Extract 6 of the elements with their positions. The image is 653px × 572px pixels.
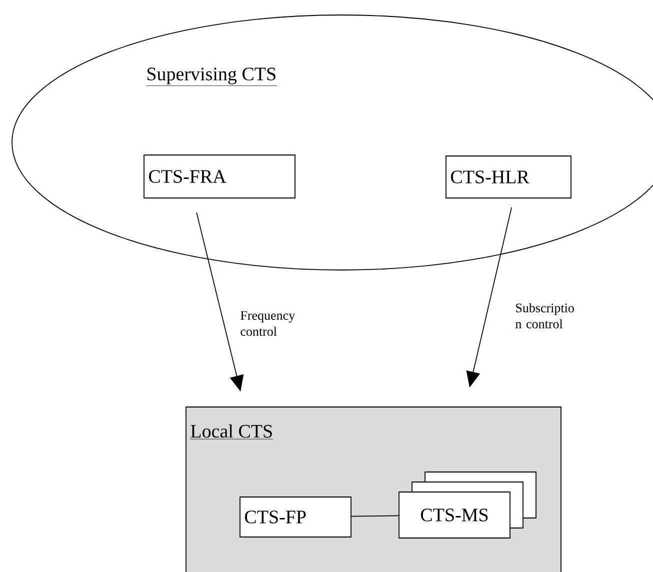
- edge-label: Subscriptio n control: [516, 303, 574, 328]
- process-box: CTS-FP: [240, 496, 352, 538]
- edge-label: Frequency control: [240, 311, 296, 336]
- stacked-box: CTS-MS: [398, 472, 536, 538]
- process-box: CTS-HLR: [446, 156, 572, 198]
- process-box: CTS-FRA: [144, 154, 296, 198]
